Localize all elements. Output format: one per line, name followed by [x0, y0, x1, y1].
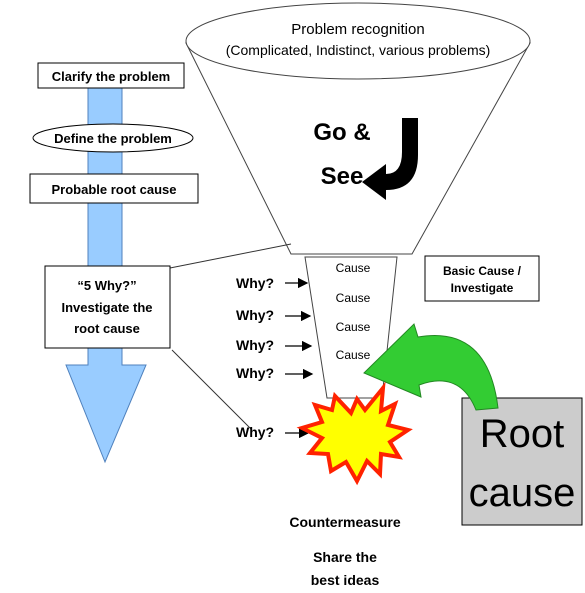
- clarify-problem-label: Clarify the problem: [52, 69, 170, 84]
- basic-cause-box: [424, 255, 540, 302]
- why-label-2: Why?: [236, 307, 274, 323]
- share-line2: best ideas: [311, 572, 380, 588]
- probable-root-cause-box: [29, 173, 199, 204]
- basic-cause-line1: Basic Cause /: [443, 264, 522, 278]
- funnel-cause-1: Cause: [336, 261, 371, 275]
- share-line1: Share the: [313, 549, 377, 565]
- problem-recognition-ellipse: [185, 2, 531, 80]
- why-label-3: Why?: [236, 337, 274, 353]
- probable-root-cause-label: Probable root cause: [52, 182, 177, 197]
- five-why-line1: “5 Why?”: [77, 278, 136, 293]
- funnel-cause-3: Cause: [336, 320, 371, 334]
- green-curved-arrow: [363, 323, 499, 411]
- define-problem-label: Define the problem: [54, 131, 172, 146]
- root-cause-line1: Root: [480, 412, 565, 456]
- why-label-5: Why?: [236, 424, 274, 440]
- go-see-line1: Go &: [313, 119, 370, 146]
- define-problem-ellipse: [32, 123, 194, 153]
- countermeasure-label: Countermeasure: [289, 514, 400, 530]
- root-cause-box: [461, 397, 583, 526]
- five-why-box: [44, 265, 171, 349]
- five-why-line3: root cause: [74, 321, 140, 336]
- countermeasure-starburst: [296, 381, 413, 486]
- funnel-cause-2: Cause: [336, 291, 371, 305]
- root-cause-line2: cause: [469, 471, 576, 515]
- curved-arrow-icon: [362, 118, 418, 200]
- go-see-line2: See: [321, 163, 364, 190]
- why-label-4: Why?: [236, 365, 274, 381]
- problem-recognition-title: Problem recognition: [291, 21, 424, 38]
- clarify-problem-box: [37, 62, 185, 89]
- why-label-1: Why?: [236, 275, 274, 291]
- funnel-cause-4: Cause: [336, 348, 371, 362]
- problem-recognition-subtitle: (Complicated, Indistinct, various proble…: [226, 42, 491, 58]
- connector-line-lower: [171, 349, 253, 431]
- five-why-line2: Investigate the: [61, 300, 152, 315]
- connector-line-upper: [169, 243, 292, 269]
- basic-cause-line2: Investigate: [451, 281, 514, 295]
